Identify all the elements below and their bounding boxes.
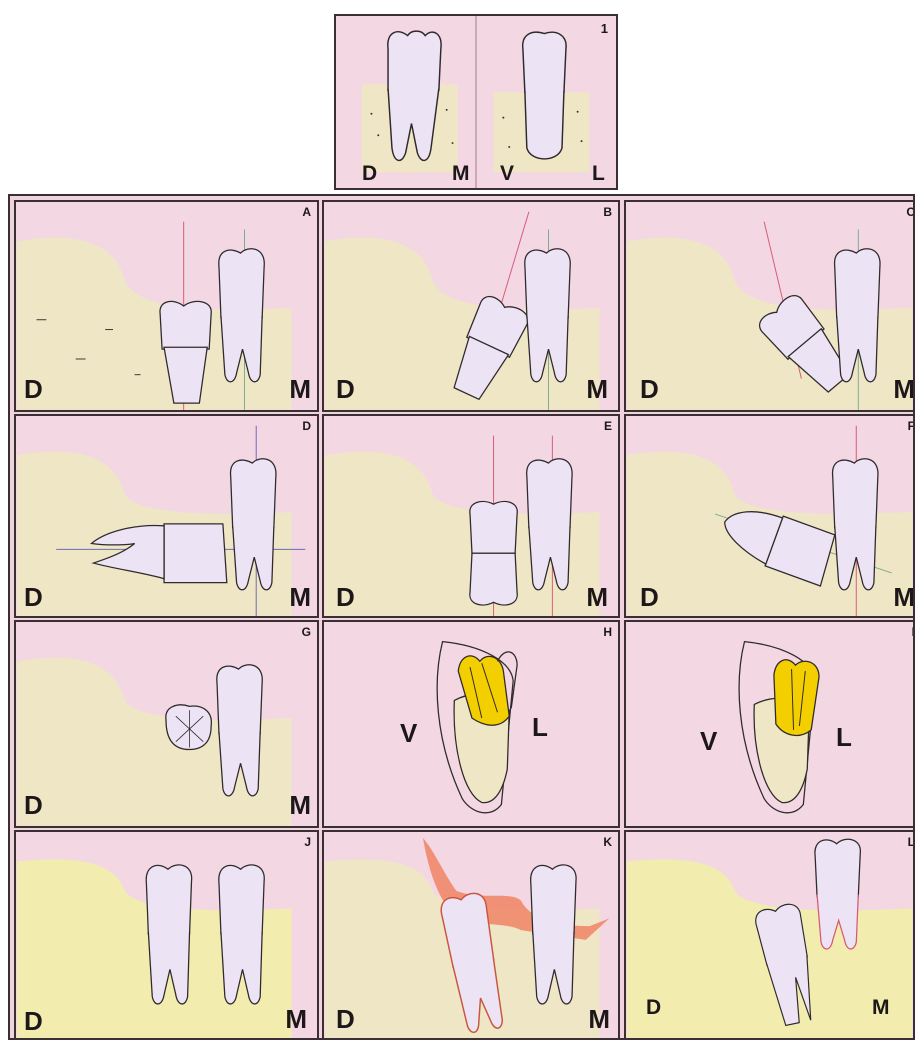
figure-1-right-l: L <box>592 163 605 184</box>
panel-a: A D M <box>14 200 319 412</box>
panel-i-right-label: L <box>836 724 852 750</box>
panel-f-drawing <box>626 416 913 616</box>
panel-a-left-label: D <box>24 376 43 402</box>
panel-d-drawing <box>16 416 317 616</box>
panel-c-left-label: D <box>640 376 659 402</box>
figure-1-panel: 1 D M V L <box>334 14 618 190</box>
panel-k-right-label: M <box>588 1006 610 1032</box>
panel-e-drawing <box>324 416 618 616</box>
panel-j-right-label: M <box>285 1006 307 1032</box>
figure-1-left-d: D <box>362 163 377 184</box>
panel-l-left-label: D <box>646 997 661 1018</box>
panel-h-left-label: V <box>400 720 417 746</box>
panel-d: D D M <box>14 414 319 618</box>
panel-i-letter: I <box>912 626 915 638</box>
panel-c: C D M <box>624 200 915 412</box>
panel-h: H V L <box>322 620 620 828</box>
panel-l-letter: L <box>908 836 915 848</box>
panel-k-drawing <box>324 832 618 1038</box>
panel-l-right-label: M <box>872 997 890 1018</box>
panel-g-left-label: D <box>24 792 43 818</box>
figure-1-right-v: V <box>500 163 514 184</box>
panel-h-drawing <box>324 622 618 826</box>
panel-f: F D M <box>624 414 915 618</box>
panel-h-letter: H <box>603 626 612 638</box>
panel-e: E D M <box>322 414 620 618</box>
panel-d-right-label: M <box>289 584 311 610</box>
panel-f-left-label: D <box>640 584 659 610</box>
panel-j-left-label: D <box>24 1008 43 1034</box>
panel-f-letter: F <box>908 420 915 432</box>
panel-b: B D M <box>322 200 620 412</box>
figure-1-drawing <box>336 16 616 188</box>
panel-j-letter: J <box>304 836 311 848</box>
panel-d-left-label: D <box>24 584 43 610</box>
panel-i-left-label: V <box>700 728 717 754</box>
panel-g-drawing <box>16 622 317 826</box>
panel-b-right-label: M <box>586 376 608 402</box>
panel-g-right-label: M <box>289 792 311 818</box>
panel-a-letter: A <box>302 206 311 218</box>
panel-b-drawing <box>324 202 618 410</box>
panel-f-right-label: M <box>893 584 915 610</box>
panel-c-drawing <box>626 202 913 410</box>
panel-g: G D M <box>14 620 319 828</box>
panel-j: J D M <box>14 830 319 1040</box>
figure-1-left-m: M <box>452 163 470 184</box>
panel-h-right-label: L <box>532 714 548 740</box>
panel-k-letter: K <box>603 836 612 848</box>
panel-k-left-label: D <box>336 1006 355 1032</box>
figure-1-number: 1 <box>601 22 608 35</box>
panel-l: L D M <box>624 830 915 1040</box>
panel-l-drawing <box>626 832 913 1038</box>
panel-d-letter: D <box>302 420 311 432</box>
panel-b-left-label: D <box>336 376 355 402</box>
panel-c-right-label: M <box>893 376 915 402</box>
panel-a-right-label: M <box>289 376 311 402</box>
panel-e-left-label: D <box>336 584 355 610</box>
panel-c-letter: C <box>906 206 915 218</box>
panel-e-letter: E <box>604 420 612 432</box>
panel-j-drawing <box>16 832 317 1038</box>
panel-g-letter: G <box>302 626 311 638</box>
panel-b-letter: B <box>603 206 612 218</box>
panel-i: I V L <box>624 620 915 828</box>
panel-k: K D M <box>322 830 620 1040</box>
panel-a-drawing <box>16 202 317 410</box>
panel-e-right-label: M <box>586 584 608 610</box>
panel-i-drawing <box>626 622 913 826</box>
